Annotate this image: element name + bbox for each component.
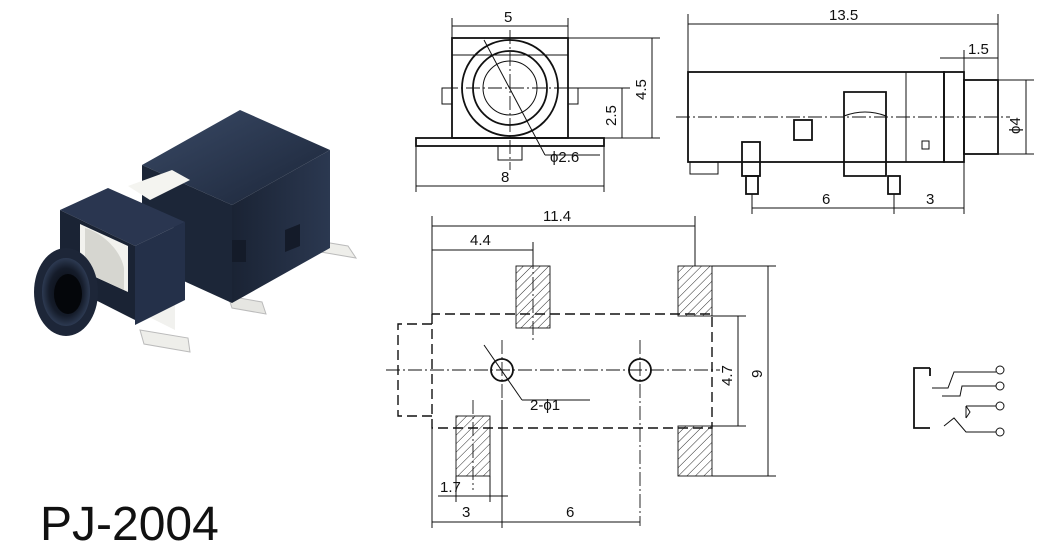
dim-pcb-pad-offset: 4.4 (470, 232, 491, 249)
dim-front-width-top: 5 (504, 9, 512, 26)
dim-pcb-pad-width: 1.7 (440, 479, 461, 496)
dim-pcb-holes: 2-ϕ1 (530, 397, 560, 414)
dim-pcb-overall: 11.4 (543, 208, 571, 225)
side-view (676, 14, 1034, 214)
jack-photo (34, 110, 358, 353)
part-number: PJ-2004 (40, 498, 219, 550)
dim-side-tip: 1.5 (968, 41, 989, 58)
jack-schematic (913, 365, 1005, 437)
dim-side-length: 13.5 (829, 7, 858, 24)
dim-pcb-hole-spacing: 6 (566, 504, 574, 521)
dim-side-pin-spacing: 6 (822, 191, 830, 208)
dim-pcb-outer-height: 9 (749, 370, 766, 378)
pcb-layout (386, 216, 776, 528)
dim-pcb-inner-height: 4.7 (719, 365, 736, 386)
dim-front-width-bottom: 8 (501, 169, 509, 186)
dim-side-pin-offset: 3 (926, 191, 934, 208)
dim-front-height: 4.5 (633, 79, 650, 100)
dim-front-center: 2.5 (603, 105, 620, 126)
dim-side-diameter: ϕ4 (1007, 117, 1024, 134)
front-view (415, 18, 660, 192)
dim-front-bore: ϕ2.6 (550, 149, 579, 166)
dim-pcb-left-offset: 3 (462, 504, 470, 521)
